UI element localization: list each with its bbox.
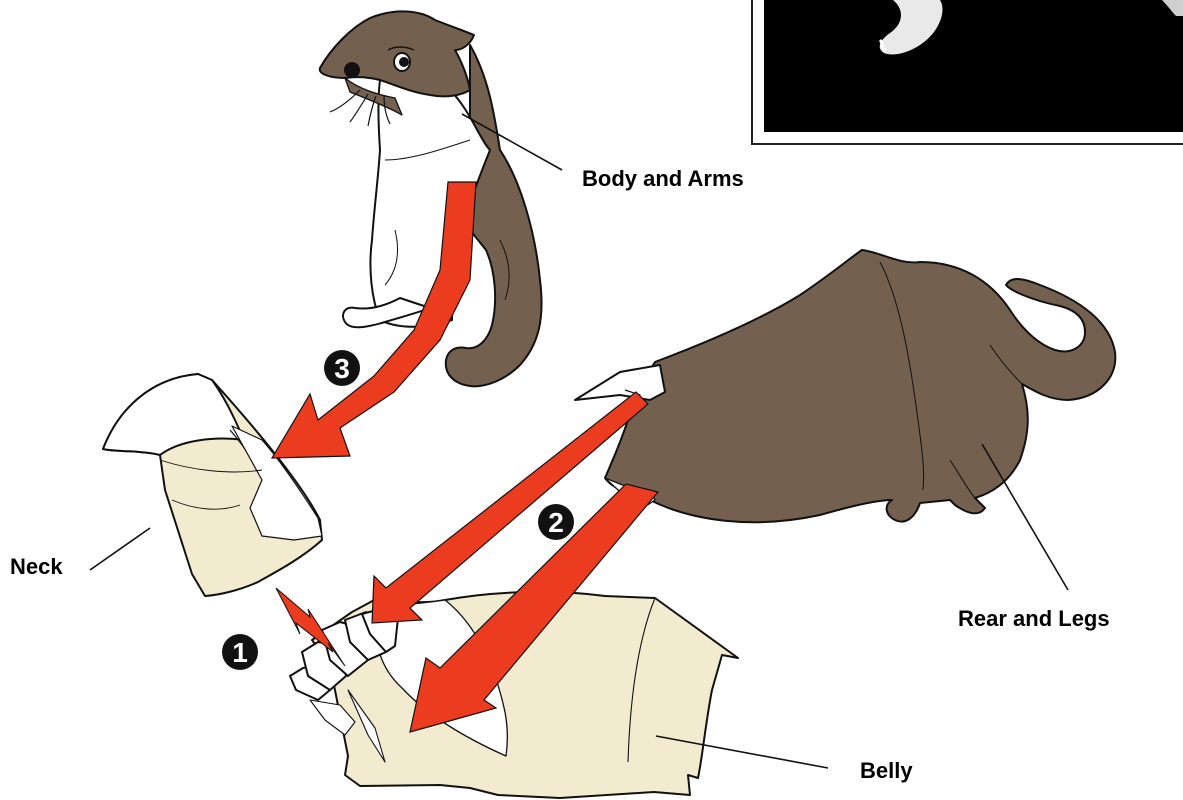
rear-legs-part <box>575 250 1115 522</box>
inset-photo <box>752 0 1183 144</box>
label-belly: Belly <box>860 758 913 783</box>
step-badge-2: 2 <box>538 504 574 540</box>
svg-text:2: 2 <box>548 507 564 538</box>
step-badge-3: 3 <box>324 350 360 386</box>
svg-text:3: 3 <box>334 353 350 384</box>
neck-part <box>103 374 322 596</box>
step-badge-1: 1 <box>222 634 258 670</box>
label-rear-legs: Rear and Legs <box>958 606 1110 631</box>
svg-text:1: 1 <box>232 637 248 668</box>
label-neck: Neck <box>10 554 63 579</box>
label-body-arms: Body and Arms <box>582 166 744 191</box>
